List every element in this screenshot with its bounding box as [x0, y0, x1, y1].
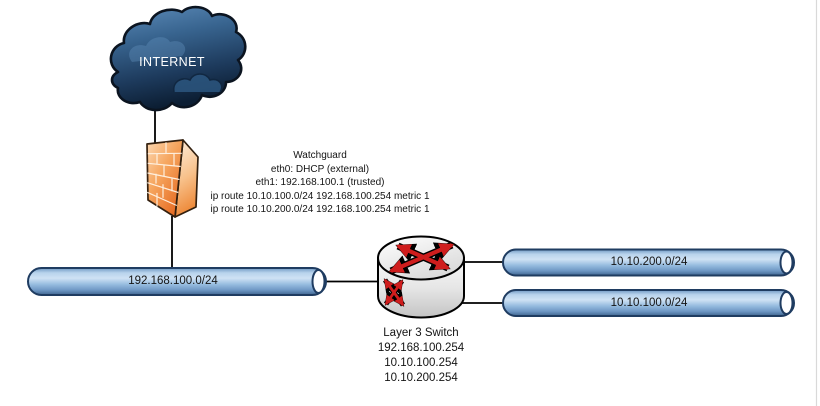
switch-routing-arrows: [388, 241, 455, 275]
layer3-switch-icon: [377, 235, 465, 319]
annotation-line: ip route 10.10.200.0/24 192.168.100.254 …: [210, 204, 430, 215]
switch-caption: Layer 3 Switch 192.168.100.254 10.10.100…: [378, 326, 464, 386]
pipe-open-end: [311, 269, 326, 294]
annotation-line: Watchguard: [293, 150, 347, 161]
pipe-open-end: [779, 291, 794, 315]
cloud-highlight-puff: [129, 37, 186, 62]
annotation-line: eth1: 192.168.100.1 (trusted): [255, 177, 385, 188]
cloud-inner-puff: [172, 73, 223, 93]
network-pipe-vlan200: [502, 248, 795, 277]
firewall-brick-lines: [146, 142, 182, 207]
firewall-icon: [146, 139, 199, 218]
switch-address: 10.10.100.254: [384, 357, 458, 369]
trusted-subnet-label: 192.168.100.0/24: [128, 275, 218, 287]
vlan200-subnet-label: 10.10.200.0/24: [610, 256, 688, 268]
firewall-annotation: Watchguard eth0: DHCP (external) eth1: 1…: [210, 149, 429, 217]
network-pipe-vlan100: [502, 289, 795, 317]
internet-label: INTERNET: [139, 55, 205, 69]
vlan100-subnet-label: 10.10.100.0/24: [610, 297, 688, 309]
switch-name: Layer 3 Switch: [383, 327, 459, 339]
network-pipe-trusted: [27, 267, 327, 296]
annotation-line: ip route 10.10.100.0/24 192.168.100.254 …: [210, 190, 430, 202]
switch-address: 10.10.200.254: [384, 372, 458, 384]
switch-address: 192.168.100.254: [377, 342, 465, 354]
switch-front-arrows: [382, 278, 406, 307]
internet-cloud-icon: [109, 5, 247, 112]
annotation-line: eth0: DHCP (external): [270, 163, 370, 175]
pipe-open-end: [779, 250, 794, 275]
